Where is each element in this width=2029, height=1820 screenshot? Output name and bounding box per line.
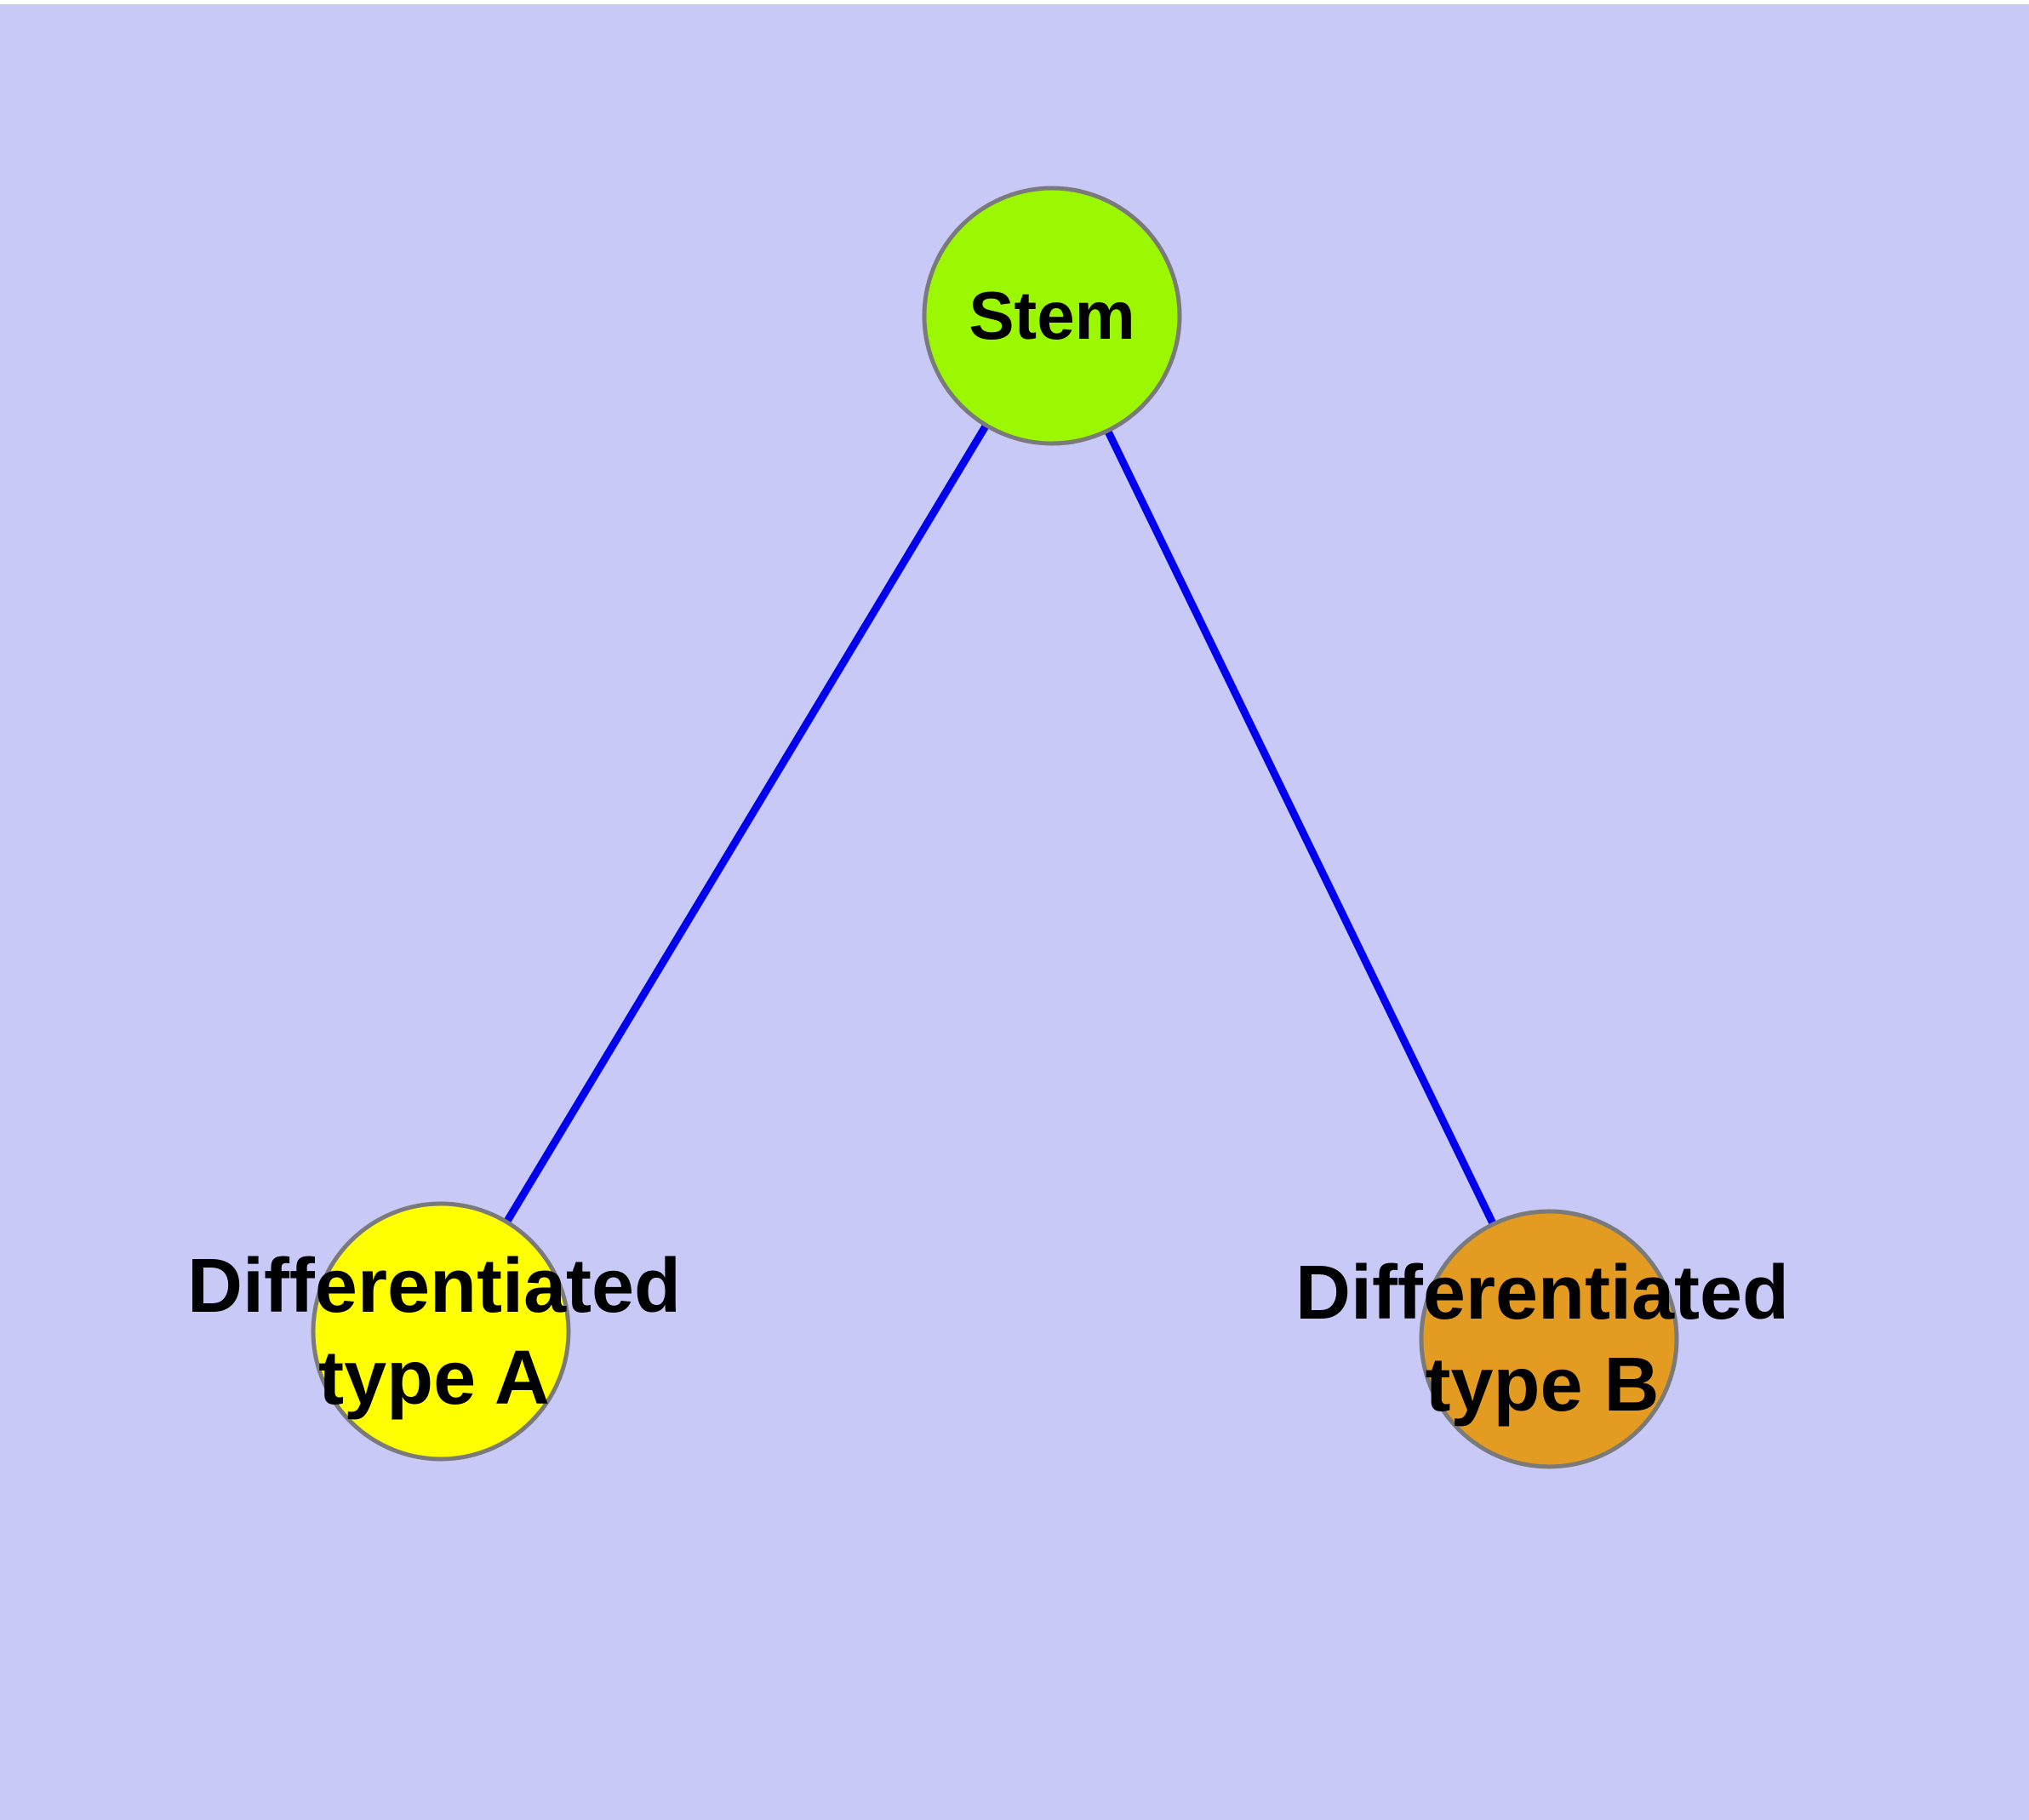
node-type-b-circle — [1419, 1209, 1679, 1469]
node-stem-circle — [922, 186, 1182, 446]
diagram-canvas: Stem Differentiated type A Differentiate… — [0, 4, 2029, 1820]
cell-differentiation-diagram — [311, 186, 1679, 1469]
edge-stem-to-type-a — [437, 313, 1055, 1334]
edge-stem-to-type-b — [1048, 314, 1553, 1341]
node-type-a-circle — [311, 1201, 571, 1462]
